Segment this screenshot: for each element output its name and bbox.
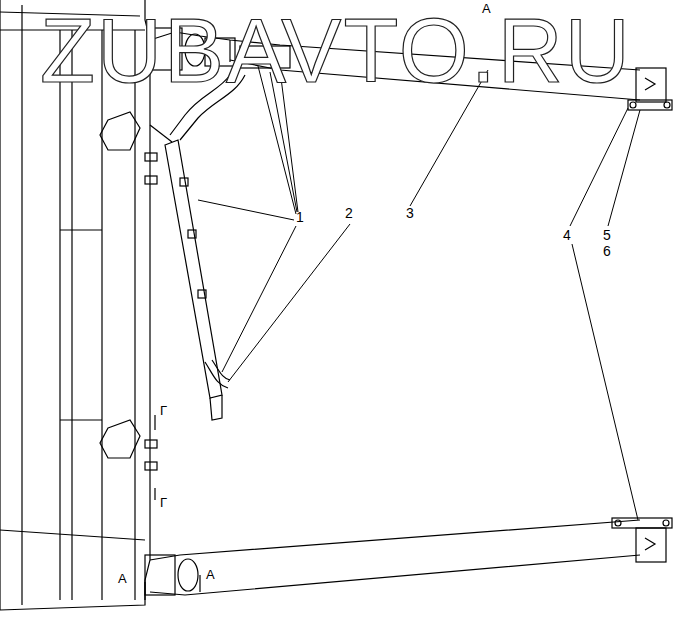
- callout-number: 4: [563, 228, 571, 242]
- callout-number: 6: [603, 244, 611, 258]
- callout-number: 5: [603, 228, 611, 242]
- callout-number: 3: [406, 206, 414, 220]
- watermark: ZUBAVTO.RU: [40, 6, 632, 96]
- callout-number: 2: [345, 206, 353, 220]
- section-letter: А: [482, 2, 491, 15]
- section-letter: А: [206, 568, 215, 581]
- section-letter: Г: [160, 496, 167, 509]
- section-letter: Г: [160, 404, 167, 417]
- callout-number: 1: [296, 210, 304, 224]
- section-letter: А: [118, 572, 127, 585]
